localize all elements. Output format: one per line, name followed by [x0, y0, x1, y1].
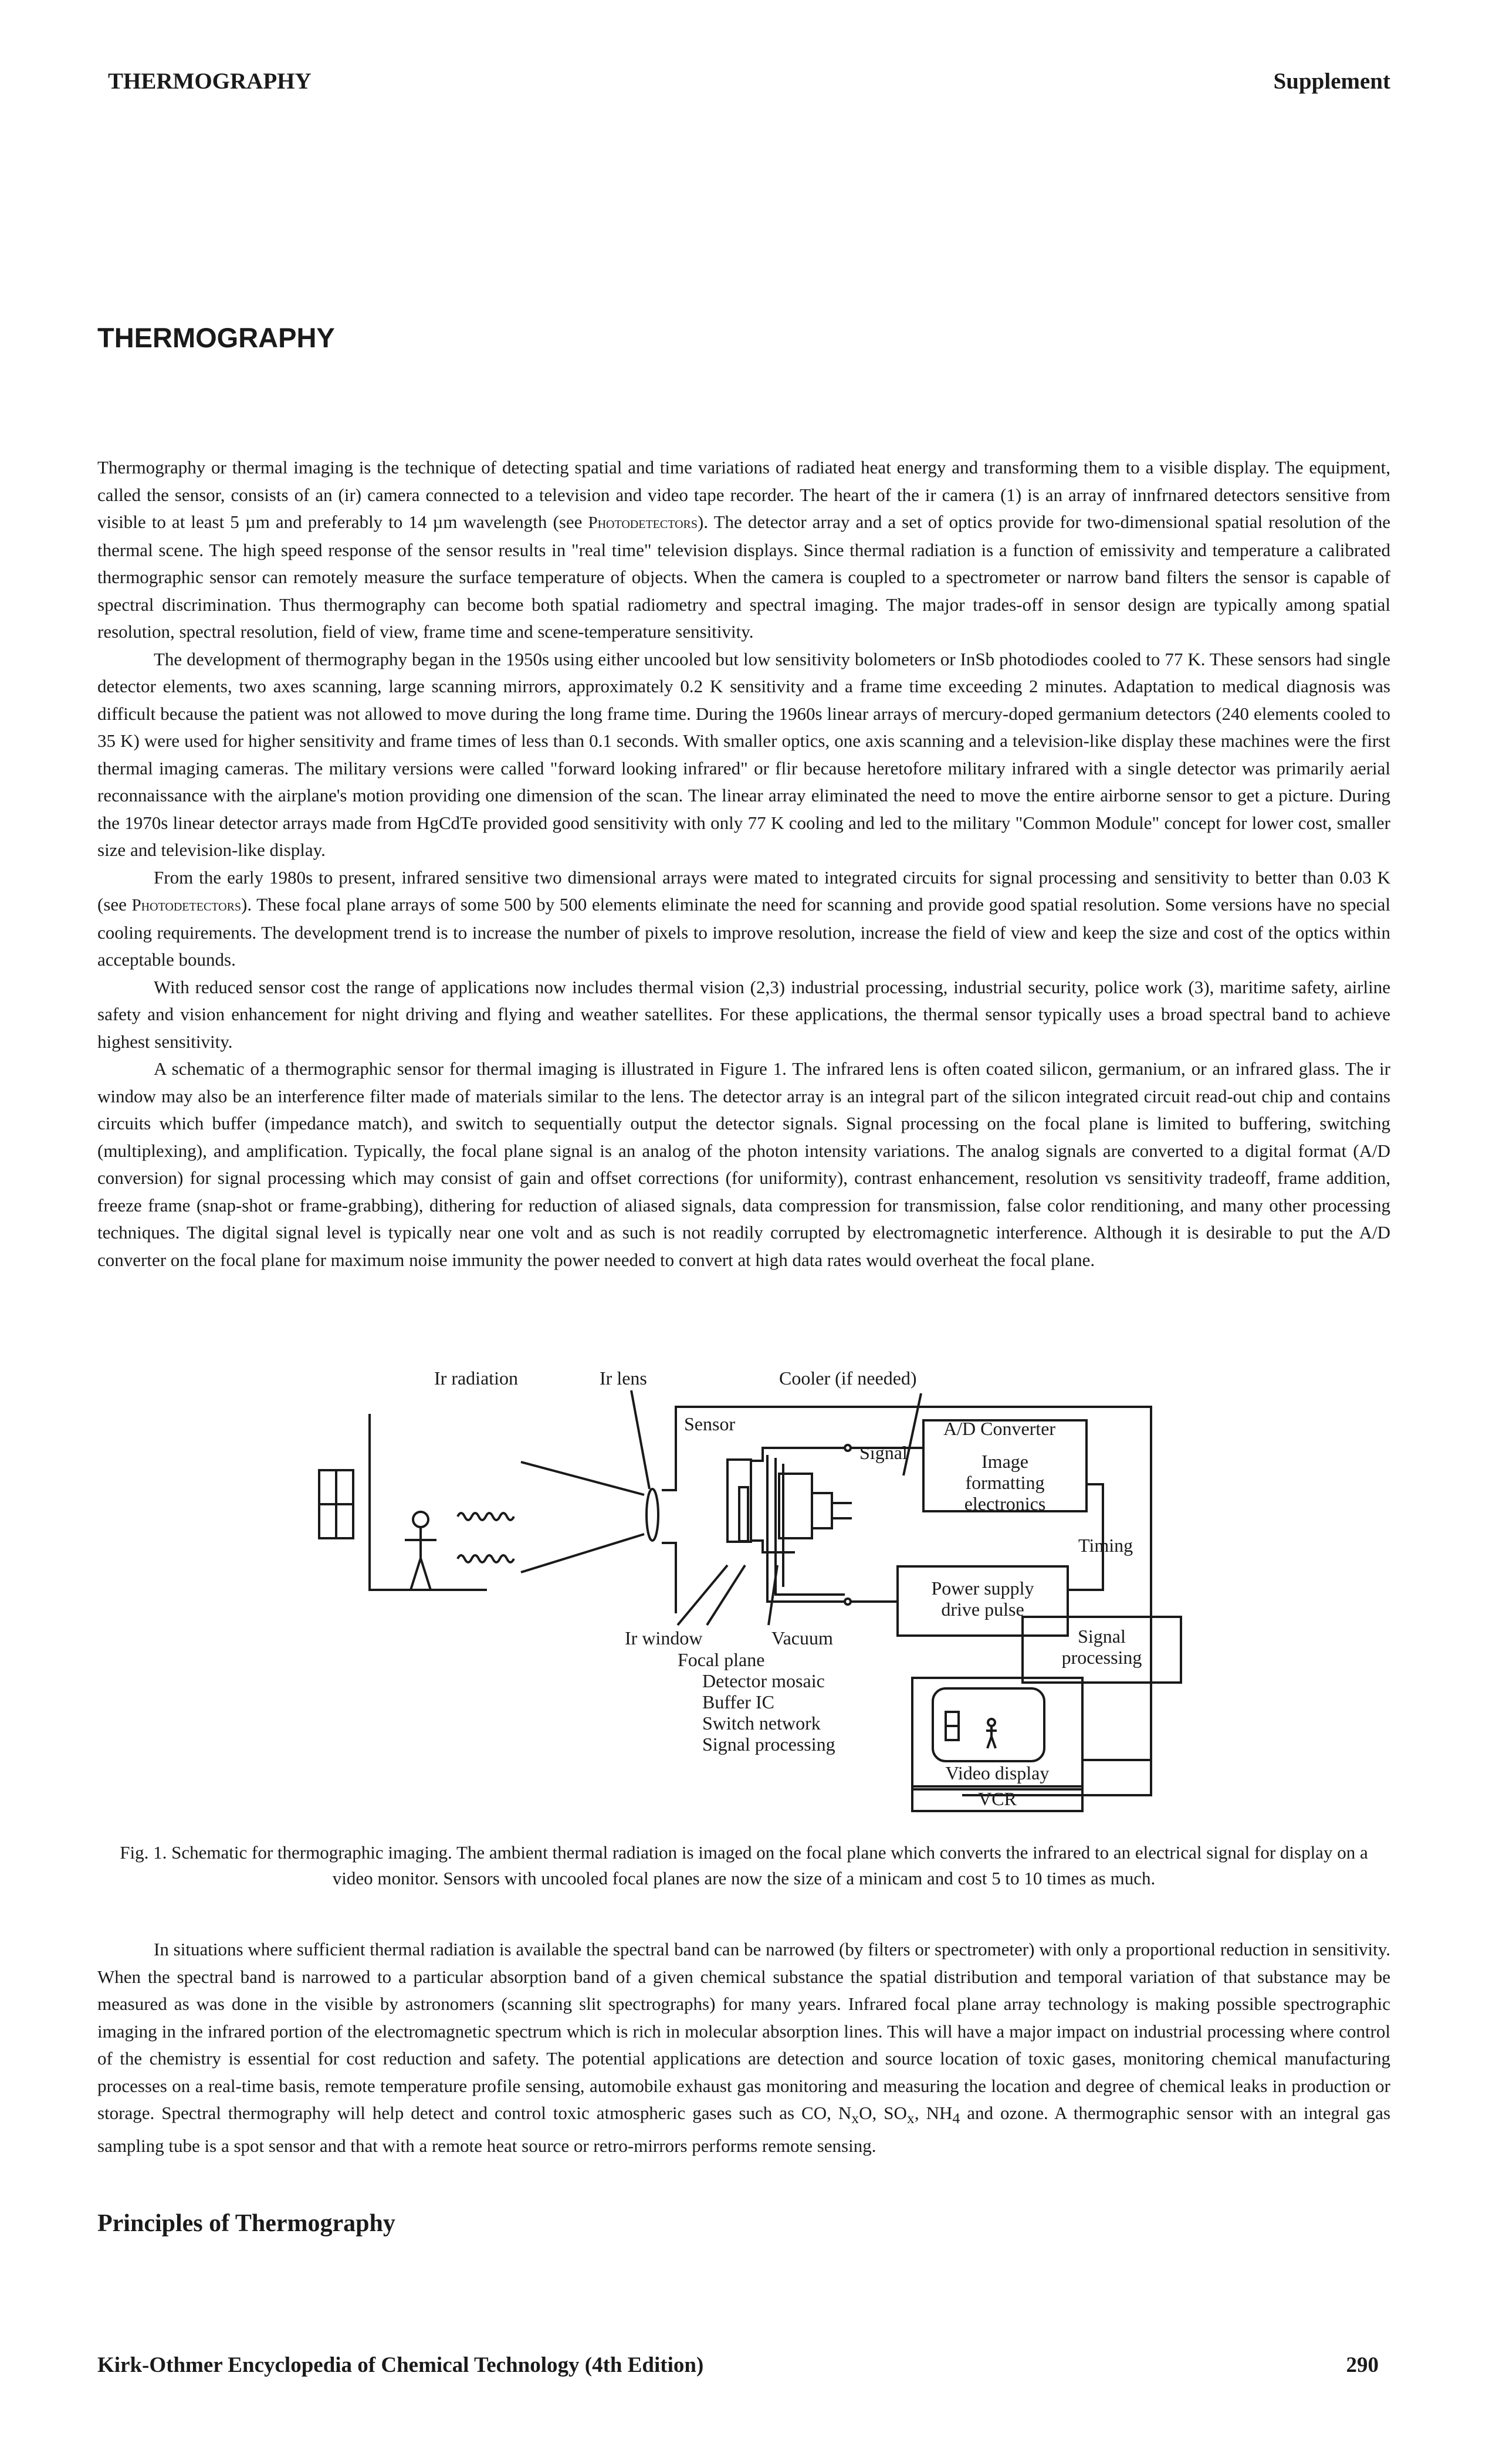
label-buffer-ic: Buffer IC: [702, 1691, 774, 1712]
timing-connector: [1068, 1483, 1104, 1591]
building-outline: [368, 1414, 487, 1591]
running-header-supplement: Supplement: [1273, 69, 1390, 94]
signal-processing-box: [1021, 1616, 1182, 1684]
subsection-heading: Principles of Thermography: [97, 2210, 395, 2237]
label-vacuum: Vacuum: [771, 1627, 833, 1649]
paragraph: Thermography or thermal imaging is the t…: [97, 457, 1390, 642]
body-text-bottom: In situations where sufficient thermal r…: [97, 1936, 1390, 2160]
paragraph: From the early 1980s to present, infrare…: [97, 867, 1390, 970]
label-switch-network: Switch network: [702, 1712, 821, 1734]
label-timing: Timing: [1078, 1535, 1133, 1556]
label-electronics: electronics: [964, 1493, 1046, 1514]
radiation-wave-icon: [456, 1512, 515, 1521]
image-formatting-box: [922, 1419, 1088, 1512]
ir-lens-shape: [645, 1488, 659, 1542]
video-screen-shape: [932, 1687, 1045, 1762]
label-sensor: Sensor: [684, 1413, 735, 1434]
paragraph: With reduced sensor cost the range of ap…: [97, 976, 1390, 1052]
power-supply-box: [896, 1565, 1069, 1637]
label-signal-processing-box: Signal: [1078, 1626, 1126, 1647]
footer-source: Kirk-Othmer Encyclopedia of Chemical Tec…: [97, 2353, 704, 2377]
label-ir-window: Ir window: [625, 1627, 702, 1649]
running-header-title: THERMOGRAPHY: [108, 69, 312, 94]
label-signal: Signal: [859, 1442, 908, 1463]
label-ad-converter: A/D Converter: [943, 1418, 1055, 1439]
label-video-display: Video display: [946, 1762, 1050, 1783]
focal-plane-shape: [738, 1486, 749, 1542]
vcr-box: [911, 1785, 1084, 1812]
photodetectors-link[interactable]: Photodetectors: [131, 896, 242, 915]
label-detector-mosaic: Detector mosaic: [702, 1670, 825, 1691]
label-image: Image: [981, 1451, 1028, 1472]
label-power-supply: Power supply: [931, 1578, 1034, 1599]
section-title: THERMOGRAPHY: [97, 322, 335, 353]
label-ir-radiation: Ir radiation: [434, 1368, 518, 1389]
label-signal-processing: Signal processing: [702, 1734, 835, 1755]
person-figure: [405, 1511, 436, 1590]
paragraph: In situations where sufficient thermal r…: [97, 1939, 1391, 2156]
label-ir-lens: Ir lens: [600, 1368, 647, 1389]
label-signal-processing-box-2: processing: [1062, 1647, 1142, 1668]
figure-caption: Fig. 1. Schematic for thermographic imag…: [120, 1842, 1368, 1888]
page-number: 290: [1346, 2353, 1379, 2377]
figure-1-schematic: Ir radiation Ir lens Cooler (if needed) …: [318, 1368, 1182, 1812]
radiation-wave-icon: [456, 1554, 515, 1563]
label-focal-plane: Focal plane: [678, 1649, 764, 1670]
label-cooler: Cooler (if needed): [779, 1368, 917, 1389]
body-text-top: Thermography or thermal imaging is the t…: [97, 454, 1390, 1274]
photodetectors-link[interactable]: Photodetectors: [588, 513, 698, 532]
paragraph: The development of thermography began in…: [97, 648, 1390, 861]
paragraph: A schematic of a thermographic sensor fo…: [97, 1058, 1390, 1270]
video-display-box: [911, 1677, 1084, 1791]
label-drive-pulse: drive pulse: [941, 1599, 1024, 1620]
label-formatting: formatting: [965, 1472, 1044, 1493]
label-vcr: VCR: [978, 1788, 1017, 1809]
